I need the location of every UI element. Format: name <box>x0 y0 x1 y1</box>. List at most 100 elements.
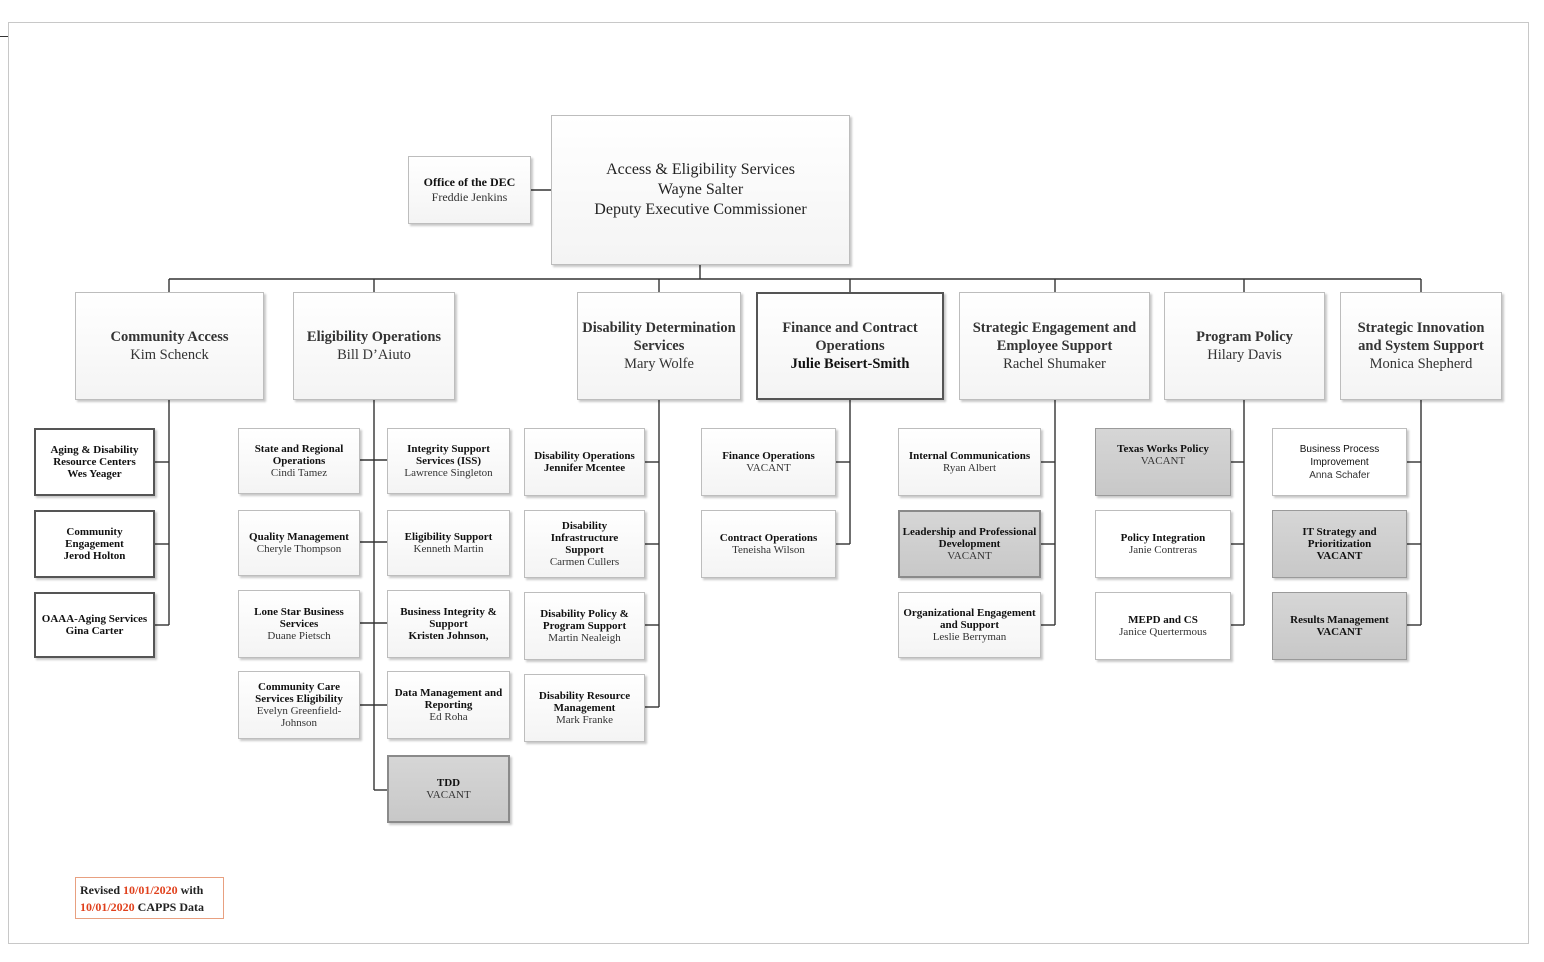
unit-head: Jerod Holton <box>63 550 126 562</box>
unit-title: Data Management and Reporting <box>394 687 503 711</box>
unit-head: Janie Contreras <box>1128 544 1198 556</box>
division-eligibility-operations: Eligibility Operations Bill D’Aiuto <box>293 292 455 400</box>
unit-head: Gina Carter <box>65 625 124 637</box>
division-title: Disability Determination Services <box>582 320 736 354</box>
division-title: Community Access <box>110 329 229 345</box>
dec-office-box: Office of the DEC Freddie Jenkins <box>408 156 531 224</box>
top-name: Wayne Salter <box>657 181 744 198</box>
unit-head: Cindi Tamez <box>270 467 328 479</box>
unit-title: Business Integrity & Support <box>400 606 497 630</box>
unit-title: Integrity Support Services (ISS) <box>407 443 490 467</box>
unit-head: Kenneth Martin <box>413 543 484 555</box>
unit-head: Teneisha Wilson <box>732 544 805 556</box>
division-title: Eligibility Operations <box>306 329 442 345</box>
unit-texas-works-policy: Texas Works Policy VACANT <box>1095 428 1231 496</box>
unit-title: Organizational Engagement and Support <box>903 607 1036 631</box>
unit-title: Quality Management <box>249 531 349 543</box>
unit-disability-infrastructure-support: Disability Infrastructure Support Carmen… <box>524 510 645 578</box>
unit-policy-integration: Policy Integration Janie Contreras <box>1095 510 1231 578</box>
unit-title: OAAA-Aging Services <box>41 613 148 625</box>
division-head: Hilary Davis <box>1207 347 1282 363</box>
unit-title: Disability Operations <box>534 450 635 462</box>
unit-title: Aging & Disability Resource Centers <box>50 444 139 468</box>
unit-it-strategy-prioritization: IT Strategy and Prioritization VACANT <box>1272 510 1407 578</box>
unit-organizational-engagement-support: Organizational Engagement and Support Le… <box>898 592 1041 658</box>
division-disability-determination: Disability Determination Services Mary W… <box>577 292 741 400</box>
unit-head: VACANT <box>947 550 992 562</box>
revision-prefix: Revised <box>80 883 120 897</box>
unit-title: State and Regional Operations <box>254 443 344 467</box>
division-title: Program Policy <box>1196 329 1293 345</box>
unit-title: Lone Star Business Services <box>254 606 344 630</box>
unit-title: Community Engagement <box>65 526 124 550</box>
division-finance-contract: Finance and Contract Operations Julie Be… <box>756 292 944 400</box>
unit-integrity-support-services: Integrity Support Services (ISS) Lawrenc… <box>387 428 510 494</box>
unit-disability-resource-management: Disability Resource Management Mark Fran… <box>524 674 645 742</box>
unit-title: IT Strategy and Prioritization <box>1302 526 1377 550</box>
division-community-access: Community Access Kim Schenck <box>75 292 264 400</box>
unit-business-integrity-support: Business Integrity & Support Kristen Joh… <box>387 590 510 658</box>
dec-name: Freddie Jenkins <box>431 190 508 204</box>
unit-head: VACANT <box>1316 550 1363 562</box>
unit-title: TDD <box>436 777 461 789</box>
unit-head: Jennifer Mcentee <box>543 462 626 474</box>
division-head: Julie Beisert-Smith <box>790 356 910 372</box>
unit-title: Leadership and Professional Development <box>902 526 1037 550</box>
unit-head: Carmen Cullers <box>549 556 620 568</box>
unit-title: Disability Policy & Program Support <box>540 608 629 632</box>
top-title: Access & Eligibility Services <box>606 161 795 178</box>
revision-connector: with <box>180 883 204 897</box>
unit-state-regional-operations: State and Regional Operations Cindi Tame… <box>238 428 360 494</box>
dec-title: Office of the DEC <box>423 175 516 189</box>
unit-title: Contract Operations <box>719 532 818 544</box>
division-title: Strategic Innovation and System Support <box>1357 320 1485 354</box>
corner-mark <box>0 36 8 37</box>
unit-head: Ryan Albert <box>942 462 997 474</box>
top-box-access-eligibility: Access & Eligibility Services Wayne Salt… <box>551 115 850 265</box>
unit-head: Anna Schafer <box>1309 469 1370 481</box>
unit-head: Duane Pietsch <box>267 630 331 642</box>
unit-internal-communications: Internal Communications Ryan Albert <box>898 428 1041 496</box>
division-title: Finance and Contract Operations <box>782 320 918 354</box>
unit-head: VACANT <box>1316 626 1363 638</box>
unit-disability-policy-program-support: Disability Policy & Program Support Mart… <box>524 592 645 660</box>
unit-oaaa-aging-services: OAAA-Aging Services Gina Carter <box>34 592 155 658</box>
revision-date: 10/01/2020 <box>123 883 178 897</box>
unit-head: Ed Roha <box>429 711 468 723</box>
unit-head: Mark Franke <box>555 714 614 726</box>
unit-title: Internal Communications <box>908 450 1031 462</box>
unit-tdd: TDD VACANT <box>387 755 510 823</box>
revision-suffix: CAPPS Data <box>137 900 204 914</box>
unit-title: Finance Operations <box>722 450 815 462</box>
unit-title: Texas Works Policy <box>1117 443 1209 455</box>
division-head: Kim Schenck <box>130 347 209 363</box>
division-head: Mary Wolfe <box>624 356 694 372</box>
unit-lone-star-business-services: Lone Star Business Services Duane Pietsc… <box>238 590 360 658</box>
unit-finance-operations: Finance Operations VACANT <box>701 428 836 496</box>
unit-leadership-professional-development: Leadership and Professional Development … <box>898 510 1041 578</box>
unit-title: Business Process Improvement <box>1299 443 1380 468</box>
division-head: Rachel Shumaker <box>1003 356 1106 372</box>
unit-title: Community Care Services Eligibility <box>255 681 343 705</box>
division-head: Bill D’Aiuto <box>337 347 411 363</box>
unit-head: Wes Yeager <box>67 468 122 480</box>
unit-title: Disability Resource Management <box>538 690 631 714</box>
unit-mepd-cs: MEPD and CS Janice Quertermous <box>1095 592 1231 660</box>
division-program-policy: Program Policy Hilary Davis <box>1164 292 1325 400</box>
page-frame <box>8 22 1529 944</box>
division-strategic-engagement: Strategic Engagement and Employee Suppor… <box>959 292 1150 400</box>
unit-title: Results Management <box>1290 614 1389 626</box>
unit-head: Janice Quertermous <box>1119 626 1207 638</box>
unit-eligibility-support: Eligibility Support Kenneth Martin <box>387 510 510 576</box>
unit-community-care-services-eligibility: Community Care Services Eligibility Evel… <box>238 671 360 739</box>
division-strategic-innovation: Strategic Innovation and System Support … <box>1340 292 1502 400</box>
unit-head: VACANT <box>746 462 791 474</box>
unit-head: VACANT <box>426 789 471 801</box>
unit-quality-management: Quality Management Cheryle Thompson <box>238 510 360 576</box>
unit-title: Eligibility Support <box>404 531 493 543</box>
revision-note: Revised 10/01/2020 with 10/01/2020 CAPPS… <box>75 877 224 919</box>
unit-title: MEPD and CS <box>1128 614 1198 626</box>
unit-disability-operations: Disability Operations Jennifer Mcentee <box>524 428 645 496</box>
unit-community-engagement: Community Engagement Jerod Holton <box>34 510 155 578</box>
